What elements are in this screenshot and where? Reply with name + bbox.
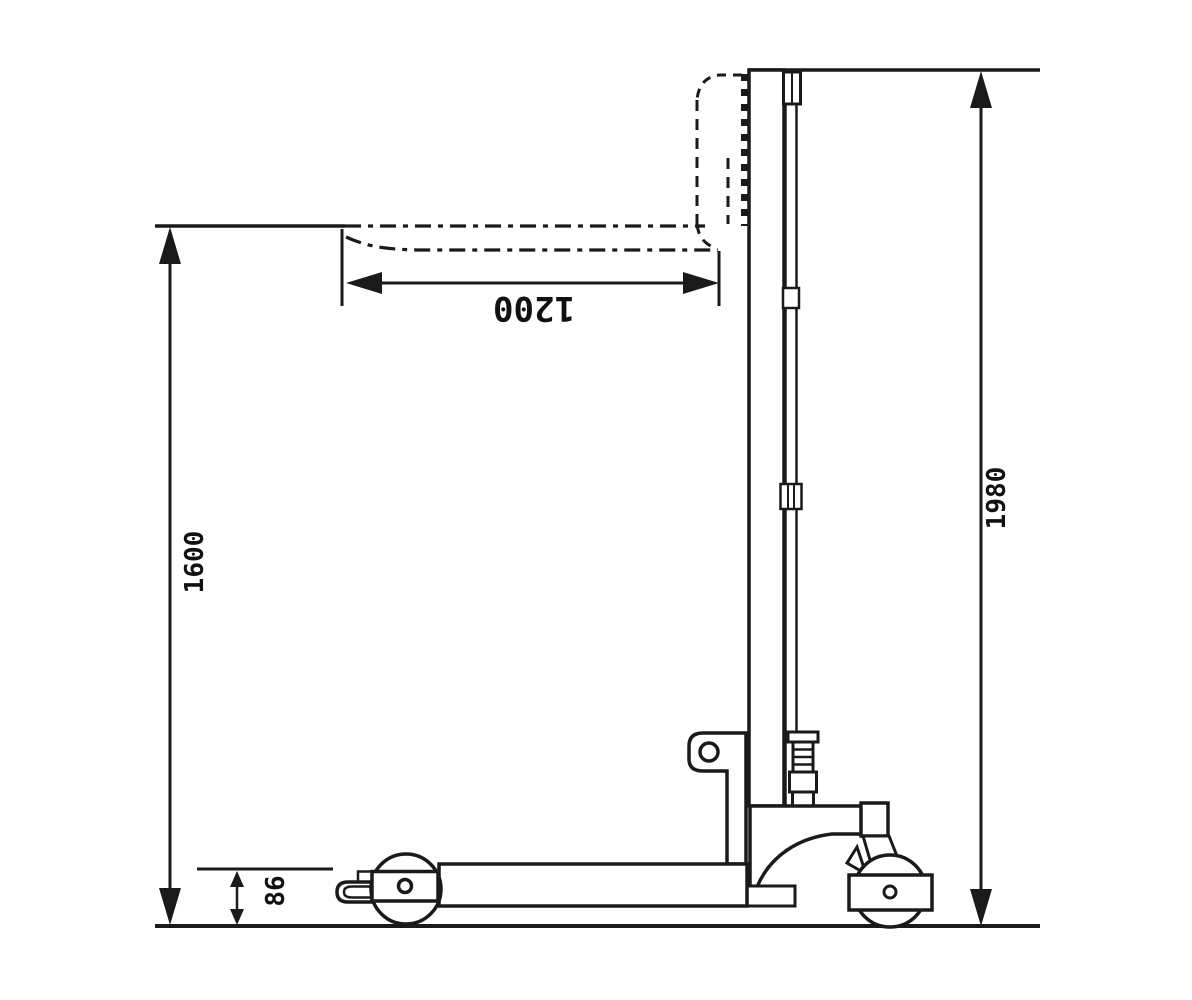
rear-wheel-hub	[882, 884, 898, 900]
lowered-fork-height-label: 86	[261, 875, 291, 907]
fork-tip-inner-line	[342, 885, 372, 899]
raised-fork-phantom	[345, 73, 749, 252]
lift-height-label: 1600	[180, 530, 210, 594]
chain-link-middle	[781, 286, 801, 310]
chain-rail	[784, 98, 798, 808]
fork-length-label: 1200	[493, 288, 575, 328]
chassis-foot-plate	[745, 884, 797, 908]
mast-column	[747, 68, 786, 808]
arrowhead-right	[683, 272, 719, 294]
front-wheel-hub	[396, 877, 414, 895]
handle-bracket	[687, 731, 748, 866]
dimension-fork-length	[340, 229, 721, 306]
pump-cylinder	[786, 730, 820, 808]
pump-body	[788, 770, 818, 794]
arrowhead-down	[159, 888, 181, 925]
fork-blade-bottom-dashed	[345, 235, 718, 252]
mast-assembly	[747, 68, 803, 808]
arrowhead-left	[346, 272, 382, 294]
chassis-body	[748, 804, 864, 889]
arrowhead-up	[970, 71, 992, 108]
carriage-heel-dashed	[695, 223, 717, 250]
arrowhead-down	[970, 889, 992, 926]
rear-caster	[844, 801, 934, 929]
carriage-top-dashed	[695, 73, 742, 101]
front-load-roller	[369, 852, 443, 926]
chain-turnbuckle	[779, 482, 803, 511]
overall-height-label: 1980	[982, 466, 1012, 530]
fork-tip	[335, 870, 374, 904]
pump-base	[791, 790, 815, 808]
fork-beam	[437, 862, 749, 908]
dimension-overall-height	[970, 71, 992, 926]
arrowhead-up	[159, 227, 181, 264]
dimension-lift-height	[159, 227, 181, 925]
caster-mount	[859, 801, 890, 838]
arrowhead-up	[230, 871, 244, 887]
dimension-lowered-fork-height	[197, 867, 333, 925]
arrowhead-down	[230, 909, 244, 925]
handle-pivot-hole	[698, 741, 720, 763]
